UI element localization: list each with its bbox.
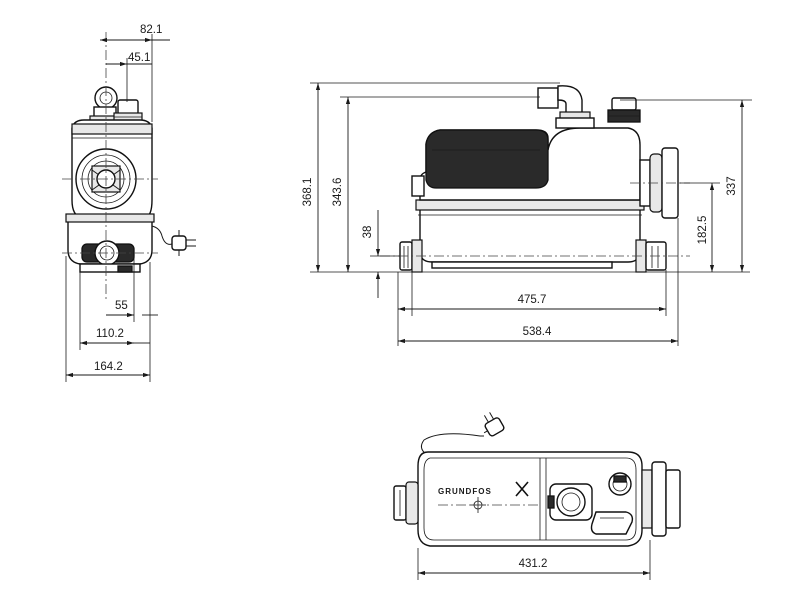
top-right-port — [641, 461, 681, 537]
top-power-cable — [420, 433, 484, 455]
top-outlet-port — [547, 483, 593, 521]
dim-front-height-total: 368.1 — [302, 178, 314, 207]
dim-side-top-offset: 82.1 — [140, 24, 162, 36]
front-vent-fitting — [607, 97, 641, 123]
dim-front-width-total: 538.4 — [523, 326, 552, 338]
dim-front-height-body: 343.6 — [332, 178, 344, 207]
top-service-hatch — [590, 511, 634, 535]
dim-front-width-inner: 475.7 — [518, 294, 547, 306]
top-view: GRUNDFOS — [393, 412, 681, 580]
dim-side-top-inner: 45.1 — [128, 52, 150, 64]
front-view — [310, 82, 752, 346]
front-motor-cover — [425, 129, 549, 189]
side-plug-icon — [171, 230, 196, 256]
top-housing — [417, 451, 643, 547]
top-left-inlet — [393, 481, 419, 525]
top-brand-x-icon — [515, 481, 529, 497]
side-power-cable — [151, 225, 173, 245]
front-outlet-elbow — [537, 85, 595, 129]
dim-front-height-right: 337 — [726, 176, 738, 195]
top-vent-fitting — [608, 472, 632, 496]
front-lower-tank — [419, 205, 641, 263]
dim-front-outlet-height: 182.5 — [697, 216, 709, 245]
dim-top-width: 431.2 — [519, 558, 548, 570]
dim-front-inlet-height: 38 — [362, 226, 374, 239]
top-plug-icon — [483, 412, 505, 437]
dim-side-bottom-mid: 110.2 — [96, 328, 124, 340]
dim-side-width: 164.2 — [94, 361, 123, 373]
top-brand-logo: GRUNDFOS — [438, 487, 492, 496]
side-view — [62, 32, 196, 382]
dim-side-bottom-inner: 55 — [115, 300, 128, 312]
